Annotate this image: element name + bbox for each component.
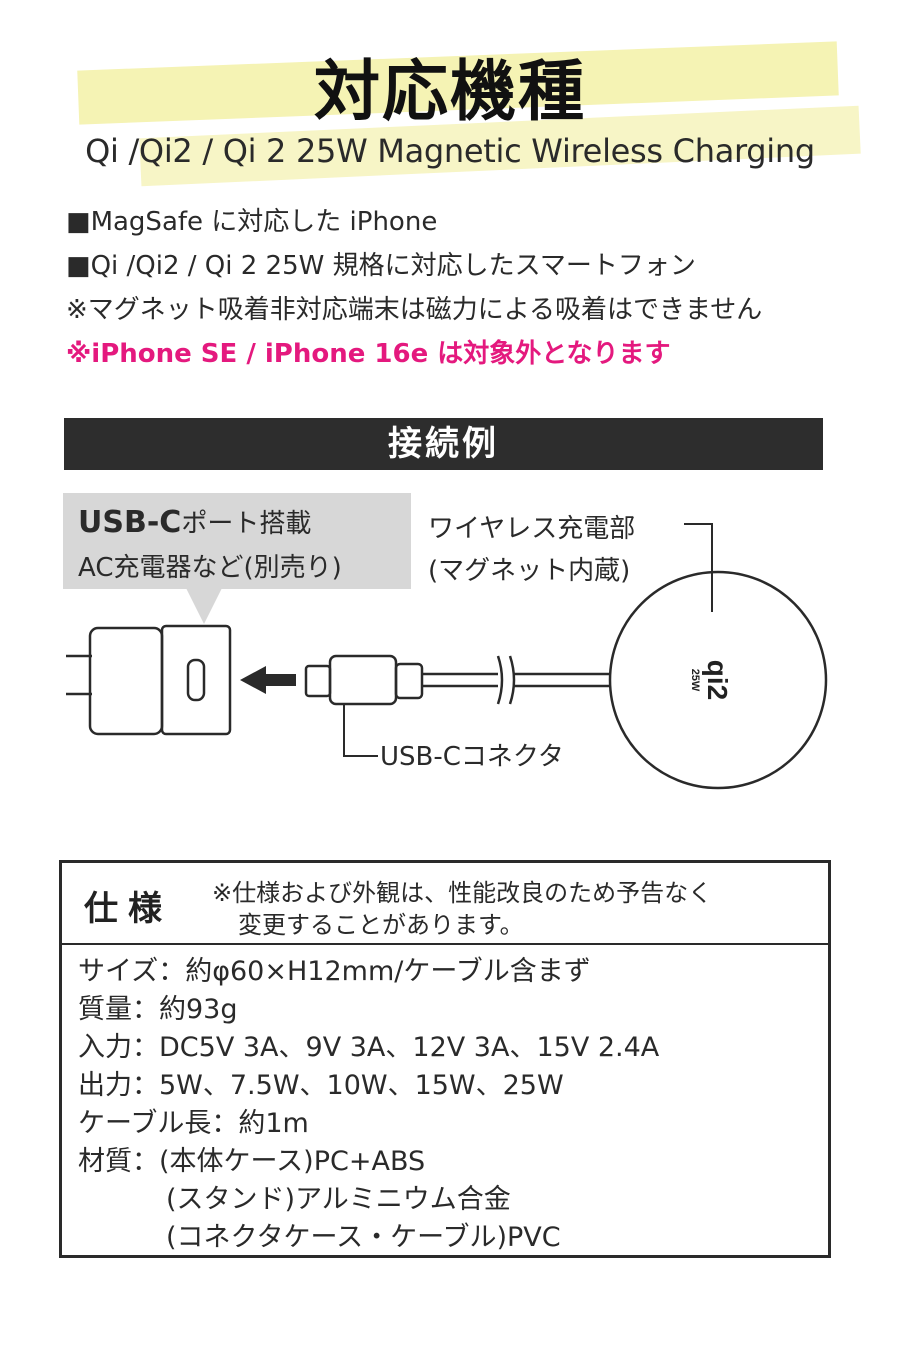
wireless-label-line1: ワイヤレス充電部	[428, 514, 636, 544]
spec-title: 仕様	[84, 889, 172, 929]
adapter-callout-line2: AC充電器など(別売り)	[78, 553, 342, 583]
usb-c-connector-label: USB-Cコネクタ	[380, 742, 564, 772]
qi2-logo-sub: 25W	[689, 669, 701, 692]
compat-item-qi: ■Qi /Qi2 / Qi 2 25W 規格に対応したスマートフォン	[66, 251, 696, 281]
compat-note-excluded: ※iPhone SE / iPhone 16e は対象外となります	[66, 339, 671, 369]
connector-leader-line	[343, 704, 378, 757]
spec-header: 仕様 ※仕様および外観は、性能改良のため予告なく 変更することがあります。	[62, 863, 828, 945]
wireless-label-line2: (マグネット内蔵)	[428, 556, 631, 586]
spec-row-output: 出力：5W、7.5W、10W、15W、25W	[78, 1070, 564, 1101]
spec-note-line1: ※仕様および外観は、性能改良のため予告なく	[212, 879, 713, 907]
spec-row-material-stand: (スタンド)アルミニウム合金	[166, 1184, 511, 1215]
qi2-logo-icon: qi2 25W	[689, 660, 733, 700]
compat-item-magsafe: ■MagSafe に対応した iPhone	[66, 207, 438, 237]
connection-diagram: qi2 25W	[66, 523, 828, 790]
spec-row-material: 材質：(本体ケース)PC+ABS	[78, 1146, 426, 1177]
page-title: 対応機種	[314, 53, 586, 130]
spec-body: サイズ：約φ60×H12mm/ケーブル含まず 質量：約93g 入力：DC5V 3…	[78, 953, 659, 1257]
connection-section-bar: 接続例	[64, 418, 823, 470]
arrow-left-icon	[240, 666, 296, 694]
spec-row-material-cable: (コネクタケース・ケーブル)PVC	[166, 1222, 561, 1253]
usb-c-label: USB-C	[78, 505, 182, 540]
port-label: ポート搭載	[181, 509, 312, 539]
spec-row-input: 入力：DC5V 3A、9V 3A、12V 3A、15V 2.4A	[78, 1032, 660, 1063]
wireless-charger-pad	[608, 570, 828, 790]
adapter-callout	[63, 493, 411, 589]
adapter-callout-pointer	[186, 588, 222, 624]
compatibility-list: ■MagSafe に対応した iPhone ■Qi /Qi2 / Qi 2 25…	[66, 200, 866, 376]
usb-c-connector-icon	[304, 654, 610, 706]
wireless-leader-line	[684, 523, 713, 612]
ac-adapter-icon	[66, 624, 232, 736]
qi2-logo-text: qi2	[702, 660, 733, 700]
spec-row-cable-length: ケーブル長：約1m	[78, 1108, 309, 1139]
spec-row-weight: 質量：約93g	[78, 994, 238, 1025]
compat-note-magnet: ※マグネット吸着非対応端末は磁力による吸着はできません	[66, 295, 763, 325]
spec-box: 仕様 ※仕様および外観は、性能改良のため予告なく 変更することがあります。 サイ…	[59, 860, 831, 1258]
page-subtitle: Qi /Qi2 / Qi 2 25W Magnetic Wireless Cha…	[85, 132, 815, 170]
spec-note-line2: 変更することがあります。	[238, 911, 524, 939]
adapter-callout-line1: USB-Cポート搭載	[78, 503, 311, 540]
spec-row-size: サイズ：約φ60×H12mm/ケーブル含まず	[78, 956, 591, 987]
